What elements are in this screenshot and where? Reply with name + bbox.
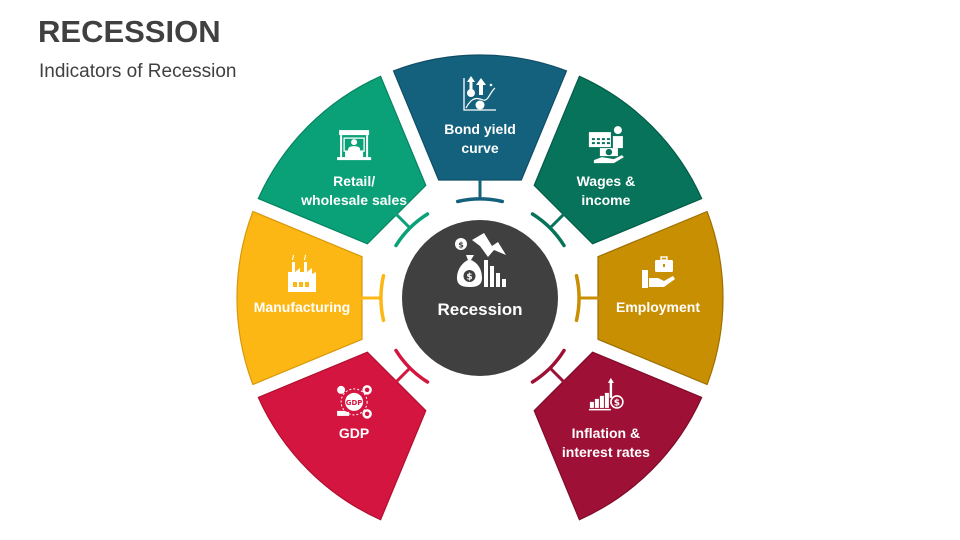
- segment-wages-income-label: Wages &income: [577, 173, 636, 208]
- segment-employment-shape: [597, 210, 724, 386]
- connector-stem-inflation-interest-rates: [548, 366, 566, 384]
- segment-gdp: GDP: [257, 351, 427, 521]
- segment-manufacturing: Manufacturing: [236, 210, 363, 386]
- connector-stem-gdp: [394, 366, 412, 384]
- segment-employment: Employment: [597, 210, 724, 386]
- center-circle: [402, 220, 558, 376]
- segment-gdp-label: GDP: [339, 425, 369, 441]
- storefront-shopper-icon: [337, 130, 372, 161]
- segment-inflation-interest-rates-label: Inflation &interest rates: [562, 425, 650, 460]
- connector-stem-wages-income: [548, 212, 566, 230]
- segment-gdp-shape: [257, 351, 427, 521]
- segments-layer: GDP Manufacturing Retail/wholesale sales Bo…: [236, 54, 724, 521]
- page-subtitle: Indicators of Recession: [39, 61, 237, 82]
- svg-text:$: $: [614, 398, 620, 408]
- connectors-layer: [361, 179, 599, 384]
- rising-bars-dollar-icon: $: [588, 377, 624, 411]
- connector-arc-manufacturing: [379, 273, 386, 323]
- segment-inflation-interest-rates: Inflation &interest rates: [533, 351, 703, 521]
- gdp-globe-icon: GDP: [337, 385, 372, 419]
- segment-retail-wholesale-sales-label: Retail/wholesale sales: [300, 173, 407, 208]
- center-label: Recession: [437, 300, 522, 319]
- connector-arc-employment: [574, 273, 581, 323]
- bond-yield-chart-icon: [463, 76, 496, 111]
- svg-text:$: $: [458, 241, 464, 250]
- segment-manufacturing-shape: [236, 210, 363, 386]
- icons-layer: GDP $: [288, 76, 675, 419]
- center-hub: $ $ Recession: [402, 220, 558, 376]
- segment-bond-yield-curve-shape: [392, 54, 568, 181]
- money-bag-falling-chart-icon: $ $: [455, 233, 506, 287]
- connector-arc-bond-yield-curve: [455, 197, 505, 204]
- svg-text:GDP: GDP: [346, 399, 363, 407]
- segment-employment-label: Employment: [616, 299, 700, 315]
- connector-stem-retail-wholesale-sales: [394, 212, 412, 230]
- wages-calendar-hand-icon: [588, 126, 624, 164]
- factory-icon: [288, 254, 316, 292]
- segment-inflation-interest-rates-shape: [533, 351, 703, 521]
- page-title: RECESSION: [38, 14, 221, 49]
- svg-text:$: $: [466, 273, 472, 283]
- segment-manufacturing-label: Manufacturing: [254, 299, 350, 315]
- briefcase-hand-icon: [642, 256, 675, 288]
